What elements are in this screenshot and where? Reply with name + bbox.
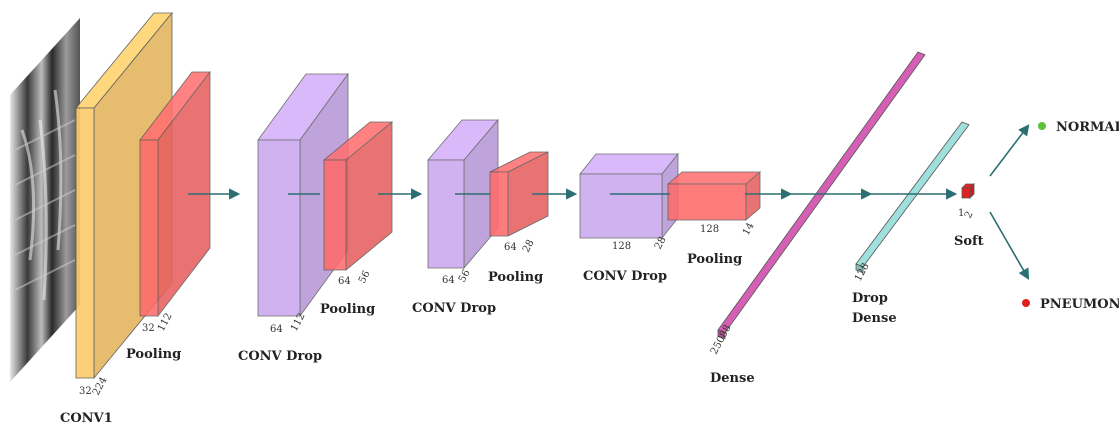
arrow-soft-pneumonia bbox=[989, 211, 1030, 280]
pneumonia-output-dot bbox=[1022, 299, 1030, 307]
pool3-block bbox=[489, 151, 549, 237]
conv1-label: CONV1 bbox=[60, 411, 113, 426]
flow-arrows bbox=[188, 124, 1030, 280]
pool3-dim-b: 28 bbox=[521, 238, 537, 254]
pool3-label: Pooling bbox=[488, 270, 543, 285]
pool4-dim-b: 14 bbox=[741, 221, 757, 237]
dense-block bbox=[717, 51, 926, 340]
dense-dim: 25088 bbox=[709, 323, 734, 356]
conv1-dim-a: 32 bbox=[79, 386, 92, 397]
conv3-label: CONV Drop bbox=[412, 301, 496, 316]
conv4-label: CONV Drop bbox=[583, 269, 667, 284]
soft-label: Soft bbox=[954, 234, 984, 249]
pool4-label: Pooling bbox=[687, 252, 742, 267]
normal-output-label: NORMAL bbox=[1056, 120, 1119, 135]
drop-dense-block bbox=[855, 121, 970, 274]
pneumonia-output-label: PNEUMONIA bbox=[1040, 297, 1119, 312]
conv3-dim-a: 64 bbox=[442, 275, 455, 286]
soft-block bbox=[961, 183, 975, 199]
conv4-dim-a: 128 bbox=[612, 241, 631, 252]
pool2-block bbox=[322, 121, 394, 271]
drop-dense-label-line2: Dense bbox=[852, 311, 897, 326]
pool1-block bbox=[139, 70, 211, 318]
conv2-label: CONV Drop bbox=[238, 349, 322, 364]
pool4-block bbox=[666, 171, 762, 221]
conv2-dim-a: 64 bbox=[270, 324, 283, 335]
drop-dense-label-line1: Drop bbox=[852, 291, 888, 306]
xray-input-image bbox=[10, 18, 80, 382]
pool2-dim-a: 64 bbox=[338, 276, 351, 287]
pool3-dim-a: 64 bbox=[504, 242, 517, 253]
normal-output-dot bbox=[1038, 122, 1046, 130]
pool2-label: Pooling bbox=[320, 302, 375, 317]
conv4-block bbox=[579, 152, 679, 240]
pool1-dim-a: 32 bbox=[142, 323, 155, 334]
pool2-dim-b: 56 bbox=[357, 269, 373, 285]
conv3-dim-b: 56 bbox=[457, 268, 473, 284]
conv4-dim-b: 28 bbox=[653, 235, 669, 251]
arrow-soft-normal bbox=[989, 124, 1030, 177]
pool4-dim-a: 128 bbox=[700, 224, 719, 235]
pool1-label: Pooling bbox=[126, 347, 181, 362]
soft-dim-b: 2 bbox=[963, 210, 976, 221]
dense-label: Dense bbox=[710, 371, 755, 386]
soft-dim-a: 1 bbox=[958, 208, 964, 219]
